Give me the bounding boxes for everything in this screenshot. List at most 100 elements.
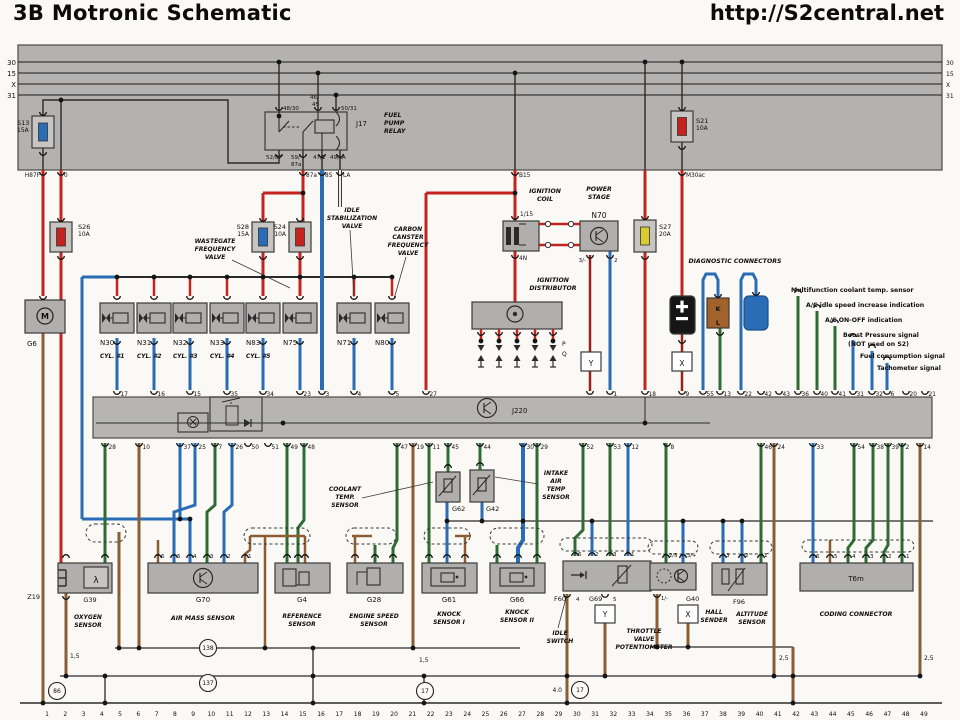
valve-bowtie-icon bbox=[139, 313, 143, 323]
ecu-terminal-55 bbox=[699, 390, 707, 395]
label: TEMP. bbox=[335, 494, 354, 501]
pickup-icon bbox=[366, 567, 381, 586]
ecu-terminal-42 bbox=[757, 390, 765, 395]
ecu-transistor-icon bbox=[187, 416, 199, 428]
junction-dot bbox=[151, 274, 157, 280]
terminal-clamp bbox=[641, 255, 649, 260]
junction-dot bbox=[444, 518, 450, 524]
page-title: 3B Motronic Schematic bbox=[13, 1, 292, 25]
knock-element-icon bbox=[455, 575, 459, 579]
label: 31 bbox=[946, 93, 954, 100]
ecu-terminal-label: 48 bbox=[308, 445, 316, 451]
shield-oval-6 bbox=[647, 540, 699, 555]
ecu-terminal-6 bbox=[883, 390, 891, 395]
label: POWER bbox=[586, 186, 612, 193]
label: SWITCH bbox=[547, 638, 574, 645]
ecu-terminal-1 bbox=[606, 390, 614, 395]
label: DIAGNOSTIC CONNECTORS bbox=[688, 258, 782, 265]
spark-gap-icon bbox=[495, 345, 503, 351]
bottom-terminal-27: 27 bbox=[518, 711, 526, 718]
ecu-terminal-16 bbox=[150, 390, 158, 395]
shield-oval-4 bbox=[489, 527, 545, 545]
label: 2 bbox=[745, 553, 749, 559]
label: IDLE bbox=[344, 207, 360, 214]
ground-ref-label: 17 bbox=[576, 687, 584, 694]
hall-sender-g40 bbox=[649, 562, 697, 591]
terminal-clamp bbox=[511, 171, 519, 176]
label: FREQUENCY bbox=[195, 246, 236, 253]
label: RELAY bbox=[384, 128, 406, 135]
spark-gap-icon bbox=[495, 355, 503, 361]
label: N75 bbox=[283, 339, 297, 347]
ecu-terminal-label: 51 bbox=[272, 445, 280, 451]
junction-dot bbox=[642, 59, 648, 65]
junction-dot bbox=[102, 700, 108, 706]
terminal-clamp bbox=[351, 554, 359, 559]
junction-dot bbox=[389, 274, 395, 280]
label: G61 bbox=[442, 596, 456, 604]
ecu-terminal-45 bbox=[444, 442, 452, 447]
terminal-clamp bbox=[606, 552, 614, 557]
spark-gap-icon bbox=[513, 355, 521, 361]
terminal-clamp bbox=[678, 145, 686, 150]
wire bbox=[727, 567, 746, 592]
ecu-terminal-label: 18 bbox=[649, 392, 657, 398]
bottom-terminal-31: 31 bbox=[591, 711, 599, 718]
air-mass-sensor-g70 bbox=[147, 562, 259, 594]
distributor-rotor-icon bbox=[512, 311, 518, 317]
bottom-terminal-4: 4 bbox=[100, 711, 104, 718]
terminal-clamp bbox=[57, 255, 65, 260]
label: HALL bbox=[705, 609, 722, 616]
terminal-clamp bbox=[513, 331, 521, 336]
label: G4 bbox=[297, 596, 307, 604]
junction-dot bbox=[512, 190, 518, 196]
shield-oval-5 bbox=[559, 537, 653, 552]
label: CYL. #1 bbox=[100, 354, 124, 360]
bottom-terminal-34: 34 bbox=[646, 711, 654, 718]
ecu-terminal-label: 37 bbox=[184, 445, 192, 451]
junction-dot bbox=[300, 190, 306, 196]
terminal-clamp bbox=[371, 554, 379, 559]
label: 10A bbox=[78, 231, 91, 238]
label: 10A bbox=[274, 231, 287, 238]
ecu-terminal-label: 13 bbox=[724, 392, 732, 398]
terminal-clamp bbox=[39, 111, 47, 116]
ecu-relay-coil bbox=[225, 405, 239, 426]
terminal-clamp bbox=[275, 106, 283, 111]
label: 5 bbox=[177, 554, 181, 560]
label: 46/ bbox=[310, 95, 319, 101]
ecu-terminal-label: 7 bbox=[219, 445, 223, 451]
terminal-clamp bbox=[601, 593, 609, 598]
junction-dot bbox=[550, 338, 556, 344]
label: X bbox=[11, 81, 16, 89]
diag-blue-connector bbox=[743, 295, 769, 331]
label: Z19 bbox=[27, 593, 40, 601]
leader-line-1 bbox=[349, 229, 355, 298]
terminal-clamp bbox=[880, 554, 888, 559]
label: 4 bbox=[852, 554, 856, 560]
altitude-element-icon bbox=[721, 568, 730, 585]
label: KNOCK bbox=[437, 611, 462, 618]
coil-winding-icon bbox=[506, 227, 511, 245]
y-box-bottom bbox=[594, 604, 616, 624]
ground-ref-138 bbox=[198, 638, 218, 658]
coding-connector-t6m bbox=[799, 562, 914, 592]
bottom-terminal-35: 35 bbox=[664, 711, 672, 718]
junction-dot bbox=[40, 700, 46, 706]
ecu-terminal-33 bbox=[809, 442, 817, 447]
wire-blue-73 bbox=[222, 443, 234, 563]
valve-bowtie-icon bbox=[343, 313, 347, 323]
label: S27 bbox=[659, 223, 671, 231]
terminal-clamp bbox=[679, 554, 687, 559]
terminal-clamp bbox=[350, 295, 358, 300]
wire bbox=[199, 571, 208, 578]
valve-bowtie-icon bbox=[143, 313, 147, 323]
label: STABILIZATION bbox=[327, 215, 377, 222]
bottom-terminal-48: 48 bbox=[902, 711, 910, 718]
label: AIR bbox=[549, 478, 562, 485]
junction-dot bbox=[602, 673, 608, 679]
transistor-icon bbox=[589, 226, 609, 246]
shield-oval-0 bbox=[85, 523, 127, 543]
bottom-terminal-43: 43 bbox=[811, 711, 819, 718]
lambda-box bbox=[83, 566, 109, 589]
